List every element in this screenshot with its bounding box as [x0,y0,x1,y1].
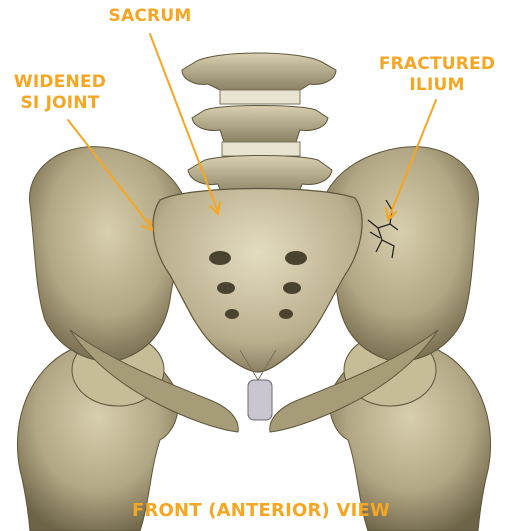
label-widened-si-joint: WIDENED SI JOINT [4,72,116,114]
label-fractured-ilium-line2: ILIUM [368,75,506,96]
label-widened-si-joint-line2: SI JOINT [4,93,116,114]
label-sacrum: SACRUM [100,6,200,27]
label-widened-si-joint-line1: WIDENED [4,72,116,93]
lumbar-vertebrae [182,53,336,196]
sacrum-bone [153,188,362,380]
label-fractured-ilium-line1: FRACTURED [368,54,506,75]
pubic-symphysis [248,380,272,420]
view-caption: FRONT (ANTERIOR) VIEW [96,500,426,521]
label-fractured-ilium: FRACTURED ILIUM [368,54,506,96]
